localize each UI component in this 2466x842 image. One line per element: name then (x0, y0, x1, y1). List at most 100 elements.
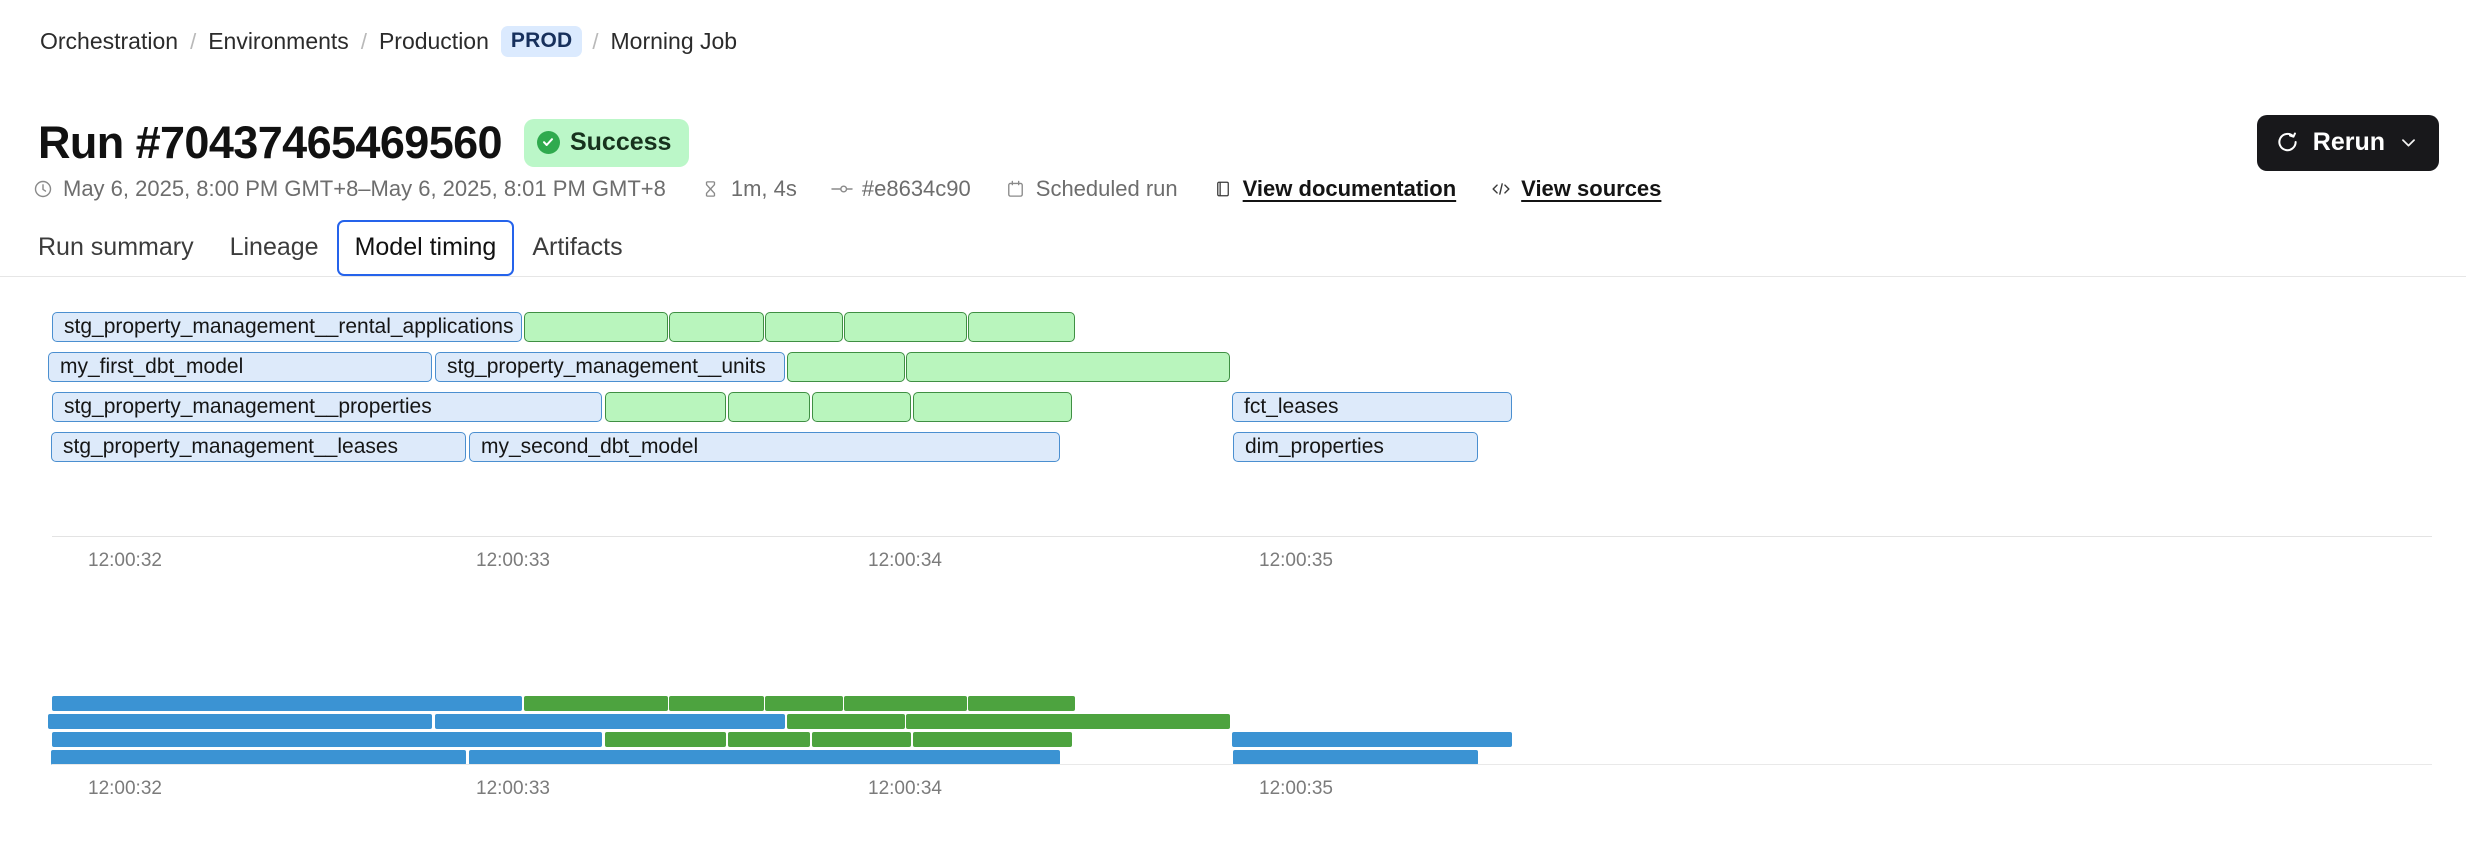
hourglass-icon (700, 178, 722, 200)
gantt-bar-label: stg_property_management__properties (64, 395, 432, 418)
tabs-divider (0, 276, 2466, 277)
tab-lineage[interactable]: Lineage (229, 233, 319, 261)
gantt-bar-segment[interactable] (913, 392, 1072, 422)
gantt-bar-segment[interactable] (765, 312, 843, 342)
title-row: Run #70437465469560 Success (38, 90, 690, 195)
status-label: Success (569, 127, 672, 156)
gantt-bar-segment[interactable] (728, 392, 810, 422)
meta-text: May 6, 2025, 8:00 PM GMT+8–May 6, 2025, … (63, 176, 666, 201)
minimap-bar-segment[interactable] (435, 714, 785, 729)
minimap-bar-segment[interactable] (787, 714, 905, 729)
meta-text: Scheduled run (1035, 176, 1178, 201)
gantt-bar-dim_properties[interactable]: dim_properties (1233, 432, 1478, 462)
code-icon (1490, 178, 1512, 200)
meta-text: 1m, 4s (730, 176, 797, 201)
tab-model-timing[interactable]: Model timing (336, 220, 515, 276)
gantt-bar-stg_property_management__leases[interactable]: stg_property_management__leases (51, 432, 466, 462)
timeline-minimap[interactable]: 12:00:32 12:00:33 12:00:34 12:00:35 (0, 696, 2466, 804)
breadcrumb-separator: / (592, 28, 599, 54)
gantt-bar-fct_leases[interactable]: fct_leases (1232, 392, 1512, 422)
minimap-bar-segment[interactable] (524, 696, 668, 711)
minimap-bar-segment[interactable] (906, 714, 1230, 729)
gantt-bar-label: dim_properties (1245, 435, 1384, 458)
gantt-bar-label: my_first_dbt_model (60, 355, 244, 378)
gantt-rows: stg_property_management__rental_applicat… (0, 300, 2466, 532)
gantt-bar-segment[interactable] (605, 392, 726, 422)
minimap-bar-segment[interactable] (728, 732, 810, 747)
axis-tick-label: 12:00:35 (1259, 550, 1333, 571)
gantt-bar-segment[interactable] (906, 352, 1230, 382)
meta-item-clock: May 6, 2025, 8:00 PM GMT+8–May 6, 2025, … (32, 176, 666, 202)
clock-icon (32, 178, 54, 200)
meta-item-book[interactable]: View documentation (1212, 176, 1457, 202)
status-badge: Success (523, 118, 690, 167)
meta-text[interactable]: View documentation (1242, 176, 1457, 201)
gantt-bar-stg_property_management__rental_applications[interactable]: stg_property_management__rental_applicat… (52, 312, 522, 342)
gantt-bar-segment[interactable] (787, 352, 905, 382)
minimap-bar-segment[interactable] (669, 696, 764, 711)
breadcrumb-item-orchestration[interactable]: Orchestration (40, 28, 179, 54)
gantt-bar-label: fct_leases (1244, 395, 1339, 418)
minimap-time-axis: 12:00:32 12:00:33 12:00:34 12:00:35 (0, 764, 2466, 804)
rerun-label: Rerun (2312, 128, 2385, 156)
axis-line (52, 536, 2432, 537)
minimap-bar-segment[interactable] (51, 750, 466, 765)
refresh-icon (2276, 131, 2299, 154)
gantt-bar-segment[interactable] (812, 392, 911, 422)
minimap-axis-tick-label: 12:00:33 (476, 778, 550, 799)
minimap-bar-segment[interactable] (765, 696, 843, 711)
minimap-bar-segment[interactable] (1232, 732, 1512, 747)
minimap-bar-segment[interactable] (52, 732, 602, 747)
meta-item-calendar: Scheduled run (1005, 176, 1178, 202)
axis-tick-label: 12:00:34 (868, 550, 942, 571)
minimap-bar-segment[interactable] (968, 696, 1075, 711)
gantt-bar-segment[interactable] (669, 312, 764, 342)
breadcrumb-item-prod[interactable]: PROD (500, 26, 583, 57)
page-title: Run #70437465469560 (38, 117, 503, 169)
minimap-bar-segment[interactable] (812, 732, 911, 747)
minimap-axis-tick-label: 12:00:35 (1259, 778, 1333, 799)
chevron-down-icon[interactable] (2399, 133, 2418, 152)
gantt-bar-segment[interactable] (968, 312, 1075, 342)
breadcrumb: Orchestration / Environments / Production PRO… (38, 26, 739, 57)
breadcrumb-separator: / (190, 28, 197, 54)
meta-text: #e8634c90 (861, 176, 971, 201)
minimap-axis-tick-label: 12:00:32 (88, 778, 162, 799)
minimap-bar-segment[interactable] (48, 714, 432, 729)
minimap-bar-segment[interactable] (913, 732, 1072, 747)
minimap-rows[interactable] (0, 696, 2466, 765)
gantt-bar-segment[interactable] (524, 312, 668, 342)
minimap-bar-segment[interactable] (844, 696, 967, 711)
breadcrumb-separator: / (360, 28, 367, 54)
meta-item-commit: #e8634c90 (831, 176, 971, 202)
gantt-bar-my_second_dbt_model[interactable]: my_second_dbt_model (469, 432, 1060, 462)
minimap-bar-segment[interactable] (1233, 750, 1478, 765)
meta-text[interactable]: View sources (1521, 176, 1662, 201)
axis-tick-label: 12:00:32 (88, 550, 162, 571)
gantt-bar-label: stg_property_management__rental_applicat… (64, 315, 514, 338)
gantt-bar-stg_property_management__units[interactable]: stg_property_management__units (435, 352, 785, 382)
tab-bar: Run summary Lineage Model timing Artifacts (20, 218, 2466, 276)
tab-artifacts[interactable]: Artifacts (532, 233, 623, 261)
gantt-bar-label: stg_property_management__leases (63, 435, 399, 458)
tab-run-summary[interactable]: Run summary (38, 233, 194, 261)
minimap-bar-segment[interactable] (469, 750, 1060, 765)
gantt-bar-my_first_dbt_model[interactable]: my_first_dbt_model (48, 352, 432, 382)
minimap-axis-line (52, 764, 2432, 765)
gantt-bar-label: stg_property_management__units (447, 355, 766, 378)
gantt-bar-segment[interactable] (844, 312, 967, 342)
breadcrumb-item-environments[interactable]: Environments (208, 28, 349, 54)
rerun-button[interactable]: Rerun (2256, 115, 2439, 171)
model-timing-gantt: stg_property_management__rental_applicat… (0, 300, 2466, 582)
commit-icon (831, 178, 853, 200)
breadcrumb-item-morning-job: Morning Job (610, 28, 738, 54)
minimap-bar-segment[interactable] (605, 732, 726, 747)
minimap-bar-segment[interactable] (52, 696, 522, 711)
meta-item-hourglass: 1m, 4s (700, 176, 797, 202)
gantt-bar-stg_property_management__properties[interactable]: stg_property_management__properties (52, 392, 602, 422)
minimap-axis-tick-label: 12:00:34 (868, 778, 942, 799)
run-meta-row: May 6, 2025, 8:00 PM GMT+8–May 6, 2025, … (32, 176, 1695, 202)
breadcrumb-item-production[interactable]: Production (378, 28, 489, 54)
meta-item-code[interactable]: View sources (1490, 176, 1661, 202)
